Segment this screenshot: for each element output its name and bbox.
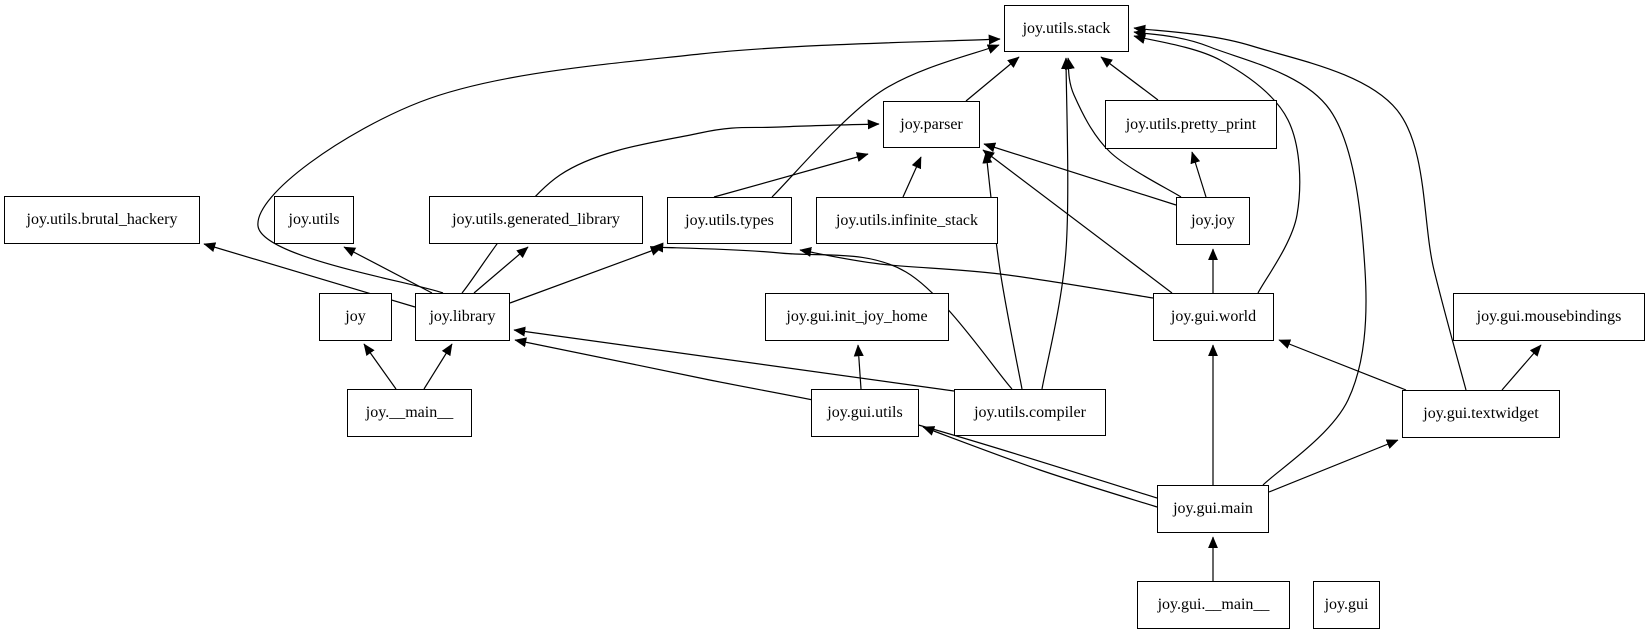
node-joy.utils.generated_library: joy.utils.generated_library: [429, 196, 643, 244]
edge-joy.utils.compiler-to-joy.utils.generated_library: [651, 242, 1013, 390]
node-joy.gui.__main__: joy.gui.__main__: [1137, 581, 1290, 629]
edge-joy.parser-to-joy.utils.stack: [965, 56, 1020, 102]
node-joy.utils: joy.utils: [274, 196, 354, 244]
edge-joy.__main__-to-joy.library: [423, 343, 453, 390]
node-label: joy.utils.brutal_hackery: [26, 211, 178, 228]
node-joy.joy: joy.joy: [1176, 197, 1250, 245]
node-label: joy: [345, 308, 366, 325]
node-label: joy.parser: [900, 115, 963, 133]
node-label: joy.gui.mousebindings: [1476, 308, 1622, 325]
node-label: joy.joy: [1191, 212, 1235, 229]
edge-joy.utils.compiler-to-joy.utils.stack: [1041, 57, 1072, 390]
edge-joy.joy-to-joy.parser: [983, 142, 1177, 206]
edge-joy.joy-to-joy.utils.pretty_print: [1190, 151, 1207, 198]
node-joy.gui.main: joy.gui.main: [1157, 485, 1269, 533]
node-label: joy.__main__: [365, 404, 454, 421]
node-label: joy.gui.__main__: [1157, 596, 1270, 613]
node-joy.gui.utils: joy.gui.utils: [811, 389, 919, 437]
edge-joy.utils.compiler-to-joy.library: [513, 326, 955, 392]
node-joy.library: joy.library: [415, 293, 510, 341]
edge-joy.gui.main-to-joy.utils.stack: [1133, 29, 1367, 486]
node-label: joy.gui: [1324, 596, 1369, 613]
edge-joy.gui.textwidget-to-joy.gui.world: [1278, 339, 1407, 391]
node-label: joy.gui.main: [1173, 500, 1253, 517]
node-joy.utils.compiler: joy.utils.compiler: [954, 389, 1106, 436]
node-label: joy.gui.textwidget: [1423, 405, 1539, 422]
node-label: joy.gui.utils: [827, 404, 903, 421]
edge-joy.utils.compiler-to-joy.parser: [982, 151, 1023, 390]
edge-joy.utils.pretty_print-to-joy.utils.stack: [1100, 56, 1159, 101]
node-joy.gui.world: joy.gui.world: [1153, 293, 1274, 341]
edge-joy.gui.world-to-joy.parser: [982, 149, 1173, 294]
edge-joy.gui.world-to-joy.utils.stack: [1133, 34, 1301, 294]
node-joy: joy: [319, 293, 392, 341]
node-joy.utils.stack: joy.utils.stack: [1004, 5, 1129, 52]
node-label: joy.library: [429, 308, 496, 325]
node-joy.utils.infinite_stack: joy.utils.infinite_stack: [816, 197, 998, 244]
edge-joy.__main__-to-joy: [363, 343, 397, 390]
node-label: joy.utils.compiler: [974, 403, 1086, 421]
node-label: joy.gui.world: [1170, 308, 1257, 325]
node-label: joy.utils: [288, 211, 340, 228]
node-joy.gui.init_joy_home: joy.gui.init_joy_home: [765, 293, 949, 341]
edge-joy.utils.types-to-joy.parser: [713, 152, 869, 198]
edge-joy.utils.types-to-joy.utils.stack: [771, 44, 1000, 198]
node-joy.__main__: joy.__main__: [347, 389, 472, 437]
node-label: joy.utils.infinite_stack: [835, 211, 979, 229]
node-joy.utils.brutal_hackery: joy.utils.brutal_hackery: [4, 196, 200, 244]
edge-joy.gui.world-to-joy.utils.types: [799, 246, 1154, 299]
edge-joy.gui.main-to-joy.gui.textwidget: [1268, 439, 1399, 493]
node-joy.parser: joy.parser: [883, 101, 980, 148]
edge-joy.library-to-joy.utils.stack: [257, 34, 1001, 294]
edge-joy.gui.textwidget-to-joy.gui.mousebindings: [1501, 344, 1542, 391]
node-label: joy.gui.init_joy_home: [786, 308, 928, 325]
edge-joy.library-to-joy.utils.types: [509, 246, 663, 304]
node-joy.utils.types: joy.utils.types: [667, 197, 792, 244]
node-label: joy.utils.pretty_print: [1125, 115, 1257, 133]
node-label: joy.utils.types: [685, 211, 774, 229]
edge-joy.gui.main-to-joy.gui.utils: [922, 426, 1158, 508]
node-joy.gui.mousebindings: joy.gui.mousebindings: [1453, 293, 1645, 341]
node-joy.utils.pretty_print: joy.utils.pretty_print: [1105, 100, 1277, 149]
node-joy.gui.textwidget: joy.gui.textwidget: [1402, 390, 1560, 438]
edge-joy.gui.utils-to-joy.gui.init_joy_home: [853, 344, 864, 390]
edge-joy.joy-to-joy.utils.stack: [1064, 57, 1182, 198]
node-label: joy.utils.generated_library: [452, 211, 620, 228]
edge-joy.gui.textwidget-to-joy.utils.stack: [1133, 24, 1467, 391]
edge-joy.library-to-joy.utils.generated_library: [473, 246, 529, 294]
edge-joy.utils.infinite_stack-to-joy.parser: [902, 156, 922, 198]
node-joy.gui: joy.gui: [1313, 581, 1380, 629]
edge-joy.library-to-joy.utils: [343, 246, 433, 294]
node-label: joy.utils.stack: [1022, 19, 1111, 37]
